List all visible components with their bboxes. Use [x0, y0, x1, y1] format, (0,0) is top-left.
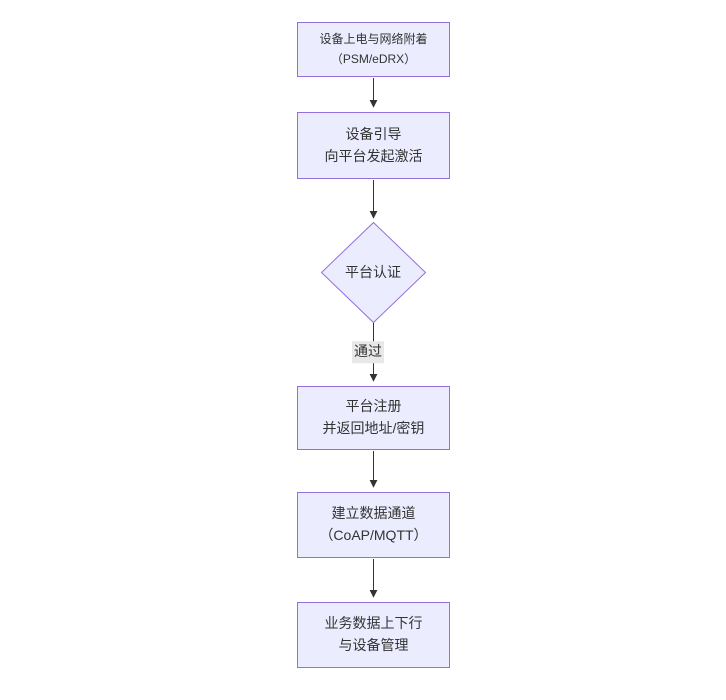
node-business-data-line1: 业务数据上下行 [324, 615, 423, 632]
node-power-attach-line2: （PSM/eDRX） [330, 51, 417, 66]
node-bootstrap-line1: 设备引导 [345, 125, 402, 142]
node-platform-register: 平台注册 并返回地址/密钥 [297, 386, 450, 450]
node-data-channel-line2: （CoAP/MQTT） [319, 527, 428, 543]
edge-label-pass: 通过 [352, 341, 384, 363]
node-platform-auth-label: 平台认证 [345, 264, 401, 280]
node-bootstrap: 设备引导 向平台发起激活 [297, 112, 450, 179]
node-power-attach-line1: 设备上电与网络附着 [319, 31, 428, 46]
node-platform-register-line2: 并返回地址/密钥 [322, 420, 425, 436]
node-business-data-line2: 与设备管理 [338, 637, 409, 653]
node-power-attach: 设备上电与网络附着 （PSM/eDRX） [297, 22, 450, 77]
node-data-channel-line1: 建立数据通道 [331, 505, 416, 522]
node-platform-register-line1: 平台注册 [345, 398, 402, 415]
node-business-data: 业务数据上下行 与设备管理 [297, 602, 450, 668]
node-bootstrap-line2: 向平台发起激活 [324, 147, 423, 164]
decision-diamond-shape [320, 221, 427, 324]
node-data-channel: 建立数据通道 （CoAP/MQTT） [297, 492, 450, 558]
